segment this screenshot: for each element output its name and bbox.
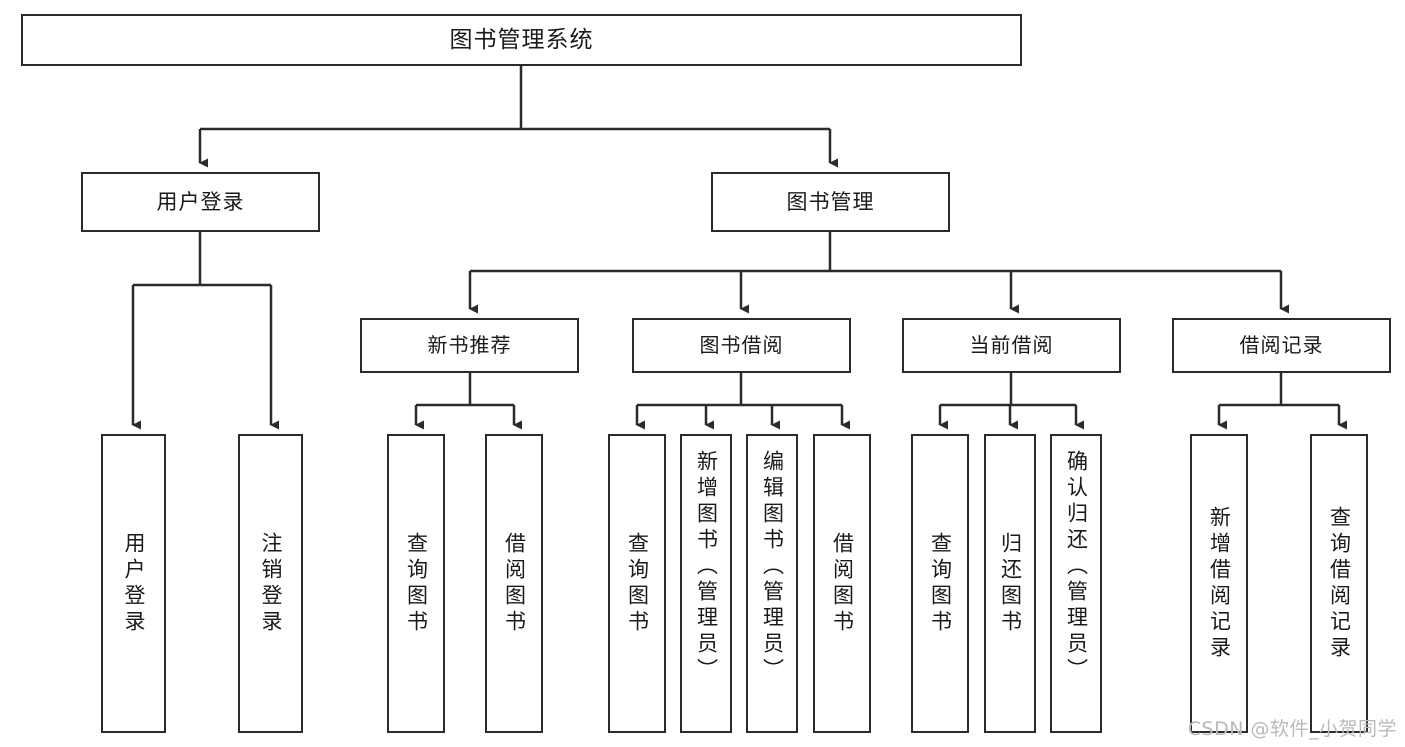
node-new-book-recommend[interactable]: 新书推荐 xyxy=(360,318,579,373)
edges-book-management-to-level3 xyxy=(468,232,1289,314)
node-current-borrow-label: 当前借阅 xyxy=(969,333,1054,357)
node-leaf-confirm-return-admin-label: 确认归还（管理员） xyxy=(1064,450,1089,684)
node-leaf-query-book-2[interactable]: 查询图书 xyxy=(608,434,666,733)
node-leaf-return-book-label: 归还图书 xyxy=(998,531,1023,636)
edges-book-borrow-to-leaves xyxy=(635,373,850,430)
edges-borrow-record-to-leaves xyxy=(1217,373,1347,430)
node-leaf-logout-login-label: 注销登录 xyxy=(259,531,283,636)
node-leaf-borrow-book-2[interactable]: 借阅图书 xyxy=(813,434,871,733)
node-leaf-logout-login[interactable]: 注销登录 xyxy=(238,434,303,733)
edges-root-to-level2 xyxy=(198,66,838,168)
node-leaf-query-borrow-record-label: 查询借阅记录 xyxy=(1327,505,1352,662)
node-new-book-recommend-label: 新书推荐 xyxy=(427,333,512,357)
node-user-login[interactable]: 用户登录 xyxy=(81,172,320,232)
edges-user-login-to-leaves xyxy=(131,232,279,430)
watermark-text: CSDN @软件_小贺同学 xyxy=(1187,718,1397,740)
node-leaf-borrow-book-1[interactable]: 借阅图书 xyxy=(485,434,543,733)
node-leaf-confirm-return-admin[interactable]: 确认归还（管理员） xyxy=(1050,434,1102,733)
node-leaf-query-book-3-label: 查询图书 xyxy=(928,531,953,636)
node-book-borrow-label: 图书借阅 xyxy=(699,333,784,357)
node-leaf-query-borrow-record[interactable]: 查询借阅记录 xyxy=(1310,434,1368,733)
node-book-management[interactable]: 图书管理 xyxy=(711,172,950,232)
node-current-borrow[interactable]: 当前借阅 xyxy=(902,318,1121,373)
node-borrow-record[interactable]: 借阅记录 xyxy=(1172,318,1391,373)
edges-new-book-recommend-to-leaves xyxy=(414,373,522,430)
node-leaf-borrow-book-1-label: 借阅图书 xyxy=(502,531,527,636)
node-root-label: 图书管理系统 xyxy=(449,26,594,53)
node-leaf-edit-book-admin[interactable]: 编辑图书（管理员） xyxy=(746,434,798,733)
node-book-management-label: 图书管理 xyxy=(786,189,875,214)
node-leaf-query-book-3[interactable]: 查询图书 xyxy=(911,434,969,733)
node-leaf-add-borrow-record[interactable]: 新增借阅记录 xyxy=(1190,434,1248,733)
node-leaf-query-book-1[interactable]: 查询图书 xyxy=(387,434,445,733)
node-leaf-query-book-1-label: 查询图书 xyxy=(404,531,429,636)
node-leaf-borrow-book-2-label: 借阅图书 xyxy=(830,531,855,636)
node-leaf-add-book-admin-label: 新增图书（管理员） xyxy=(694,450,719,684)
node-user-login-label: 用户登录 xyxy=(156,189,245,214)
node-leaf-user-login-label: 用户登录 xyxy=(122,531,146,636)
node-leaf-add-book-admin[interactable]: 新增图书（管理员） xyxy=(680,434,732,733)
edges-current-borrow-to-leaves xyxy=(938,373,1084,430)
node-borrow-record-label: 借阅记录 xyxy=(1239,333,1324,357)
node-leaf-add-borrow-record-label: 新增借阅记录 xyxy=(1207,505,1232,662)
node-leaf-query-book-2-label: 查询图书 xyxy=(625,531,650,636)
node-leaf-edit-book-admin-label: 编辑图书（管理员） xyxy=(760,450,785,684)
node-root[interactable]: 图书管理系统 xyxy=(21,14,1022,66)
node-book-borrow[interactable]: 图书借阅 xyxy=(632,318,851,373)
node-leaf-user-login[interactable]: 用户登录 xyxy=(101,434,166,733)
node-leaf-return-book[interactable]: 归还图书 xyxy=(984,434,1036,733)
